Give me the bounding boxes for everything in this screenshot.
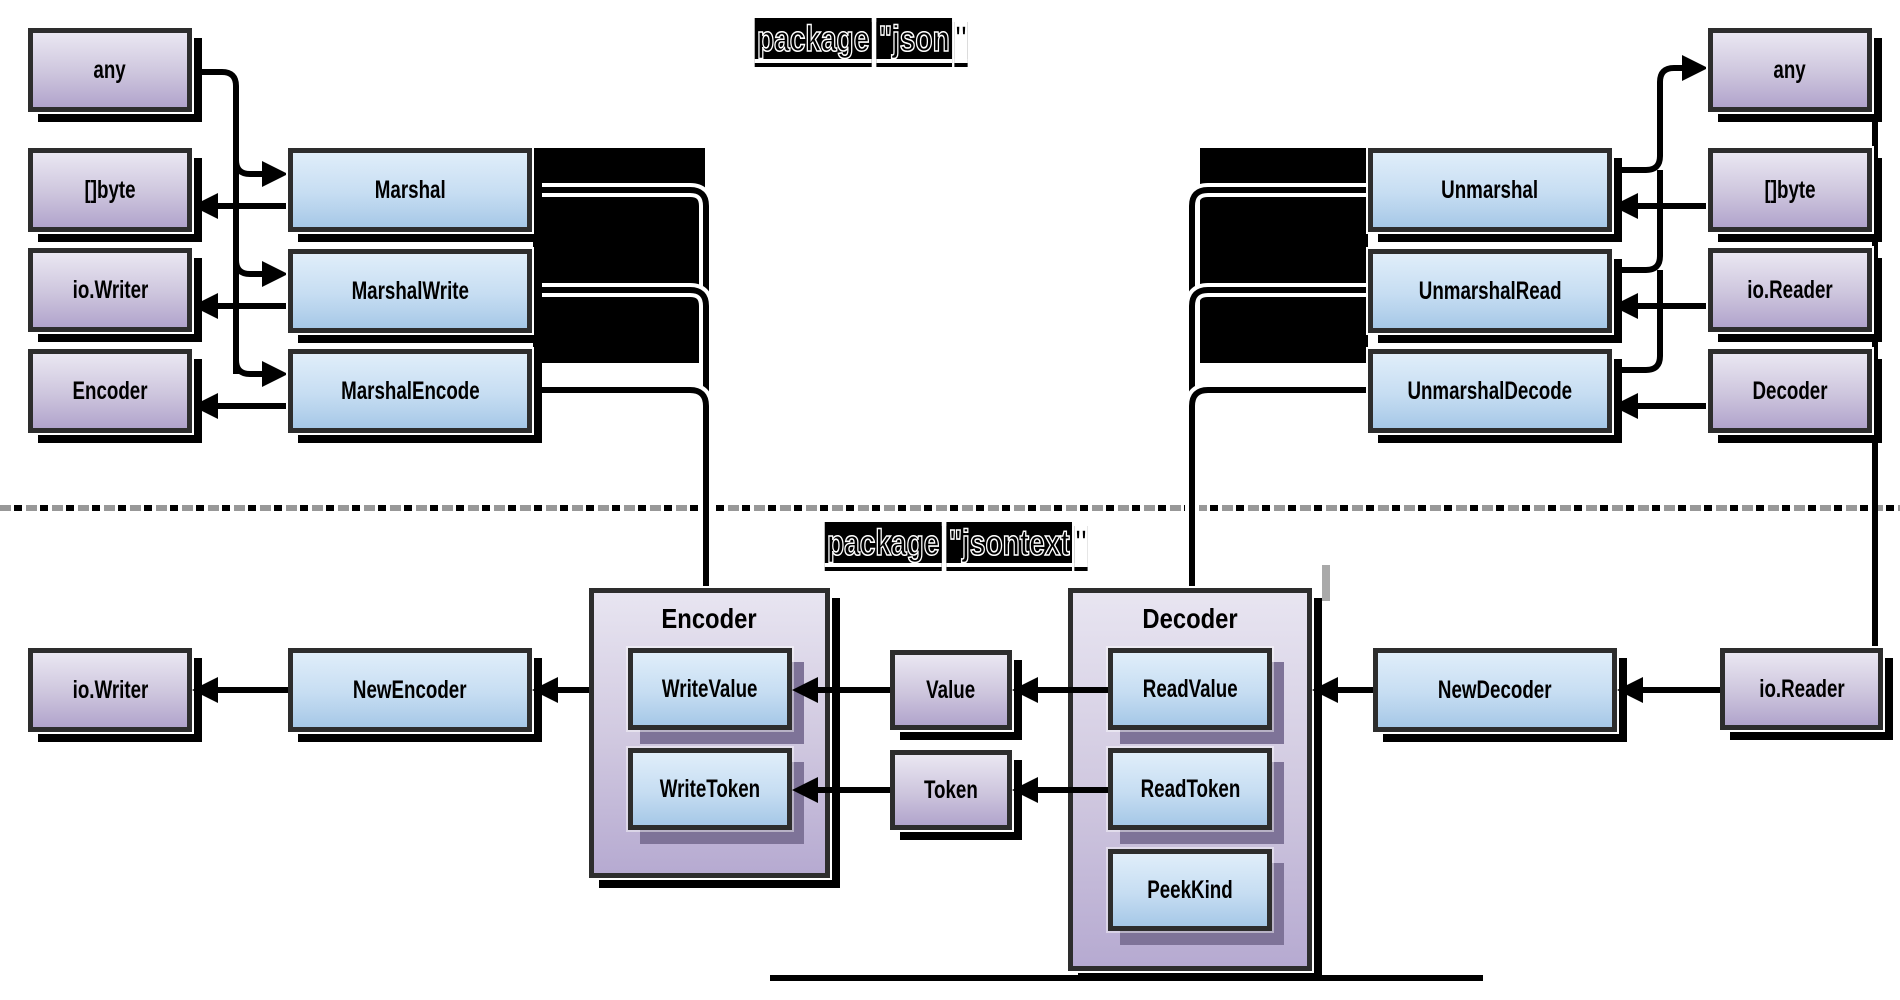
type-box-bytes-left: []byte [26,146,194,234]
title-word: package [754,18,872,63]
title-word: "jsontext [946,522,1073,567]
type-box-iowriter-bottom: io.Writer [26,646,194,734]
type-label: Value [926,675,976,704]
type-label: []byte [1764,175,1816,204]
func-box-unmarshal: Unmarshal [1366,146,1614,234]
unmarshal-input-arrows [1612,193,1708,419]
func-label: MarshalEncode [340,376,480,405]
jsontext-package-title: package"jsontext" [811,522,1100,567]
method-label: WriteToken [659,774,761,803]
marshal-to-encoder-cased-lines [532,183,713,592]
type-label: any [1773,55,1807,84]
encoder-container-title: Encoder [661,603,758,634]
func-label: NewDecoder [1438,675,1552,704]
func-label: UnmarshalDecode [1407,376,1573,405]
method-label: ReadToken [1140,774,1240,803]
func-box-newdecoder: NewDecoder [1371,646,1619,734]
package-divider-dashed-line [0,505,1900,511]
any-to-marshal-connector [192,69,264,377]
arrowheads-into-marshal-funcs [262,161,288,387]
func-box-marshal: Marshal [286,146,534,234]
type-label: io.Reader [1747,275,1833,304]
type-label: any [93,55,127,84]
func-label: Unmarshal [1441,175,1539,204]
type-box-any-right: any [1706,26,1874,114]
marshal-output-arrows [192,193,288,419]
title-close-quote: " [1074,522,1088,567]
method-box-writevalue: WriteValue [626,646,794,732]
type-label: []byte [84,175,136,204]
decoder-container: Decoder ReadValue ReadToken PeekKind [1066,586,1314,973]
arrowhead-into-any-right [1682,55,1708,81]
func-box-marshalencode: MarshalEncode [286,347,534,435]
method-label: ReadValue [1142,674,1238,703]
method-box-peekkind: PeekKind [1106,847,1274,933]
type-box-iowriter-left: io.Writer [26,246,194,334]
type-label: Decoder [1752,376,1828,405]
method-box-writetoken: WriteToken [626,746,794,832]
type-label: io.Writer [72,275,148,304]
method-label: PeekKind [1147,875,1233,904]
func-label: UnmarshalRead [1418,276,1562,305]
encoder-container: Encoder WriteValue WriteToken [587,586,832,880]
type-box-decoder-right: Decoder [1706,347,1874,435]
method-box-readtoken: ReadToken [1106,746,1274,832]
func-box-unmarshaldecode: UnmarshalDecode [1366,347,1614,435]
type-box-value: Value [888,648,1014,732]
func-label: NewEncoder [353,675,467,704]
type-label: Token [924,775,978,804]
unmarshal-to-decoder-cased-lines [1185,183,1612,592]
func-box-marshalwrite: MarshalWrite [286,247,534,335]
title-close-quote: " [954,18,968,63]
type-box-encoder-left: Encoder [26,347,194,435]
method-label: WriteValue [662,674,758,703]
title-word: package [824,522,942,567]
type-box-token: Token [888,748,1014,832]
type-label: Encoder [72,376,148,405]
type-box-bytes-right: []byte [1706,146,1874,234]
func-box-unmarshalread: UnmarshalRead [1366,247,1614,335]
type-label: io.Writer [72,675,148,704]
type-box-ioreader-right: io.Reader [1706,246,1874,334]
func-label: MarshalWrite [351,276,469,305]
json-package-title: package"json" [720,18,1001,63]
decoder-container-title: Decoder [1142,603,1238,634]
func-box-newencoder: NewEncoder [286,646,534,734]
func-label: Marshal [374,175,446,204]
black-region-right [1200,148,1368,363]
method-box-readvalue: ReadValue [1106,646,1274,732]
type-box-ioreader-bottom: io.Reader [1718,646,1885,732]
black-region-left [533,148,705,363]
title-word: "json [876,18,953,63]
unmarshal-to-any-connector [1612,65,1682,373]
type-box-any-left: any [26,26,194,114]
gray-artifact-bar [1322,565,1330,601]
type-label: io.Reader [1758,674,1845,703]
